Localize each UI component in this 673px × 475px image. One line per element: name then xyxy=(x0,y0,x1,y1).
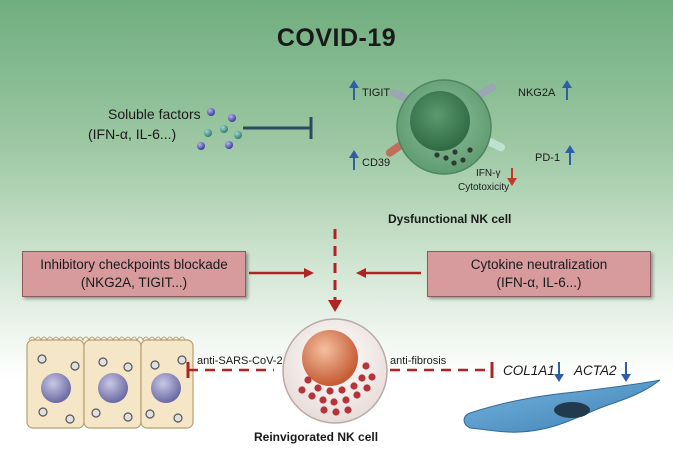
fibroblast-cell xyxy=(463,379,661,433)
marker-ifn-gamma: IFN-γ xyxy=(476,168,501,179)
marker-cytotoxicity: Cytotoxicity xyxy=(458,182,510,193)
gene-acta2: ACTA2 xyxy=(574,363,617,378)
checkpoint-blockade-box: Inhibitory checkpoints blockade (NKG2A, … xyxy=(22,251,246,297)
virus-particles xyxy=(37,354,187,424)
cytokine-neutralization-examples: (IFN-α, IL-6...) xyxy=(496,275,582,290)
cytokine-neutralization-box: Cytokine neutralization (IFN-α, IL-6...) xyxy=(427,251,651,297)
checkpoint-blockade-examples: (NKG2A, TIGIT...) xyxy=(80,275,188,290)
downward-dashed-arrow xyxy=(328,229,342,312)
soluble-factor-beads xyxy=(197,108,242,150)
right-arrow-icon xyxy=(249,268,314,278)
dysfunctional-nk-cell xyxy=(385,79,506,175)
anti-fibrosis-label: anti-fibrosis xyxy=(390,355,447,367)
gene-col1a1: COL1A1 xyxy=(503,363,555,378)
anti-sars-label: anti-SARS-CoV-2 xyxy=(197,355,283,367)
cytokine-neutralization-title: Cytokine neutralization xyxy=(470,257,608,272)
soluble-factors-label: Soluble factors xyxy=(108,106,201,122)
reinvigorated-nk-cell xyxy=(282,318,388,424)
marker-cd39: CD39 xyxy=(362,157,391,169)
page-title: COVID-19 xyxy=(276,24,397,52)
up-arrow-icon xyxy=(349,80,359,100)
anti-sars-inhibition xyxy=(186,362,274,378)
up-arrow-icon xyxy=(349,150,359,170)
down-arrow-icon xyxy=(554,362,564,382)
down-arrow-icon xyxy=(507,168,517,186)
up-arrow-icon xyxy=(565,145,575,165)
reinvigorated-nk-cell-label: Reinvigorated NK cell xyxy=(254,430,379,444)
down-arrow-icon xyxy=(621,362,631,382)
marker-tigit: TIGIT xyxy=(362,87,391,99)
left-arrow-icon xyxy=(356,268,421,278)
checkpoint-blockade-title: Inhibitory checkpoints blockade xyxy=(40,257,228,272)
anti-fibrosis-inhibition xyxy=(390,362,494,378)
marker-pd1: PD-1 xyxy=(535,152,561,164)
marker-nkg2a: NKG2A xyxy=(518,87,556,99)
inhibition-arrow xyxy=(243,117,313,139)
soluble-factors-examples: (IFN-α, IL-6...) xyxy=(88,126,177,142)
infected-epithelial-cells xyxy=(26,336,194,429)
up-arrow-icon xyxy=(562,80,572,100)
dysfunctional-nk-cell-label: Dysfunctional NK cell xyxy=(388,212,512,226)
